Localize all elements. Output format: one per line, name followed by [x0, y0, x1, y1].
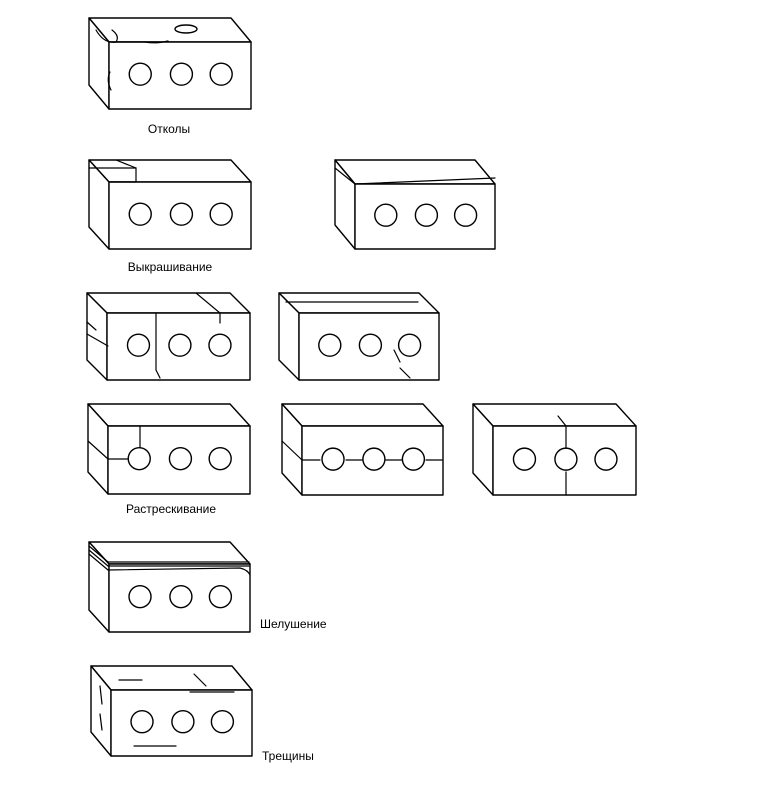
crack-mark	[393, 349, 401, 363]
brick-hole	[401, 447, 426, 471]
brick-hole	[362, 447, 386, 471]
brick-hole	[554, 447, 578, 471]
label-cracks: Трещины	[262, 749, 314, 763]
crack-mark	[99, 685, 103, 705]
crack-mark	[281, 440, 303, 461]
brick-hole	[209, 62, 233, 86]
crack-mark	[155, 312, 161, 379]
peel-mark	[88, 553, 251, 576]
brick-hole	[168, 446, 193, 471]
defect-marks-layer	[86, 24, 567, 747]
brick-hole	[414, 203, 439, 227]
peel-mark	[88, 549, 250, 567]
brick-hole	[594, 447, 618, 471]
crack-mark	[86, 321, 97, 331]
brick-hole	[374, 203, 398, 227]
brick-top-face	[88, 541, 251, 565]
brick-top-face	[472, 403, 637, 427]
crack-mark	[557, 415, 567, 449]
brick-top-face	[334, 159, 496, 185]
brick-hole	[171, 709, 195, 734]
crack-mark	[195, 292, 221, 324]
brick-hole	[208, 446, 232, 471]
crack-mark	[86, 333, 109, 347]
brick-top-face	[88, 17, 252, 43]
label-peeling: Шелушение	[260, 617, 327, 631]
brick-hole	[169, 202, 194, 226]
brick-hole	[208, 584, 233, 609]
brick-hole	[126, 333, 151, 357]
brick-hole	[321, 447, 345, 471]
brick-hole	[128, 202, 152, 226]
label-cracking: Растрескивание	[126, 502, 216, 516]
brick-hole	[128, 584, 152, 609]
brick-top-face	[278, 292, 440, 314]
crumble-mark	[354, 177, 496, 185]
brick-top-face	[90, 665, 253, 691]
brick-top-face	[281, 403, 444, 427]
crumble-mark	[88, 167, 137, 183]
brick-top-face	[88, 159, 252, 183]
label-chips: Отколы	[148, 122, 190, 136]
crumble-mark	[334, 167, 356, 185]
chip-mark	[174, 24, 198, 34]
brick-hole	[130, 709, 154, 734]
brick-hole	[210, 709, 235, 734]
crack-mark	[99, 713, 103, 731]
brick-hole	[169, 584, 193, 609]
chip-mark	[107, 71, 112, 91]
brick-hole	[127, 446, 151, 471]
crack-mark	[399, 367, 411, 379]
brick-hole	[128, 62, 152, 86]
crumble-mark	[115, 159, 137, 169]
brick-top-face	[87, 403, 251, 427]
brick-hole	[397, 333, 422, 357]
brick-hole	[453, 203, 478, 227]
chip-mark	[144, 40, 169, 44]
crack-mark	[87, 440, 109, 460]
bricks-layer	[86, 17, 637, 757]
brick-hole	[169, 62, 194, 86]
brick-hole	[512, 447, 537, 471]
brick-hole	[209, 202, 233, 226]
brick-hole	[318, 333, 342, 357]
brick-hole	[208, 333, 232, 357]
brick-hole	[358, 333, 383, 357]
label-crumbling: Выкрашивание	[128, 260, 213, 274]
peel-mark	[88, 545, 250, 563]
brick-top-face	[86, 292, 251, 314]
crack-mark	[193, 673, 207, 687]
brick-hole	[168, 333, 192, 357]
